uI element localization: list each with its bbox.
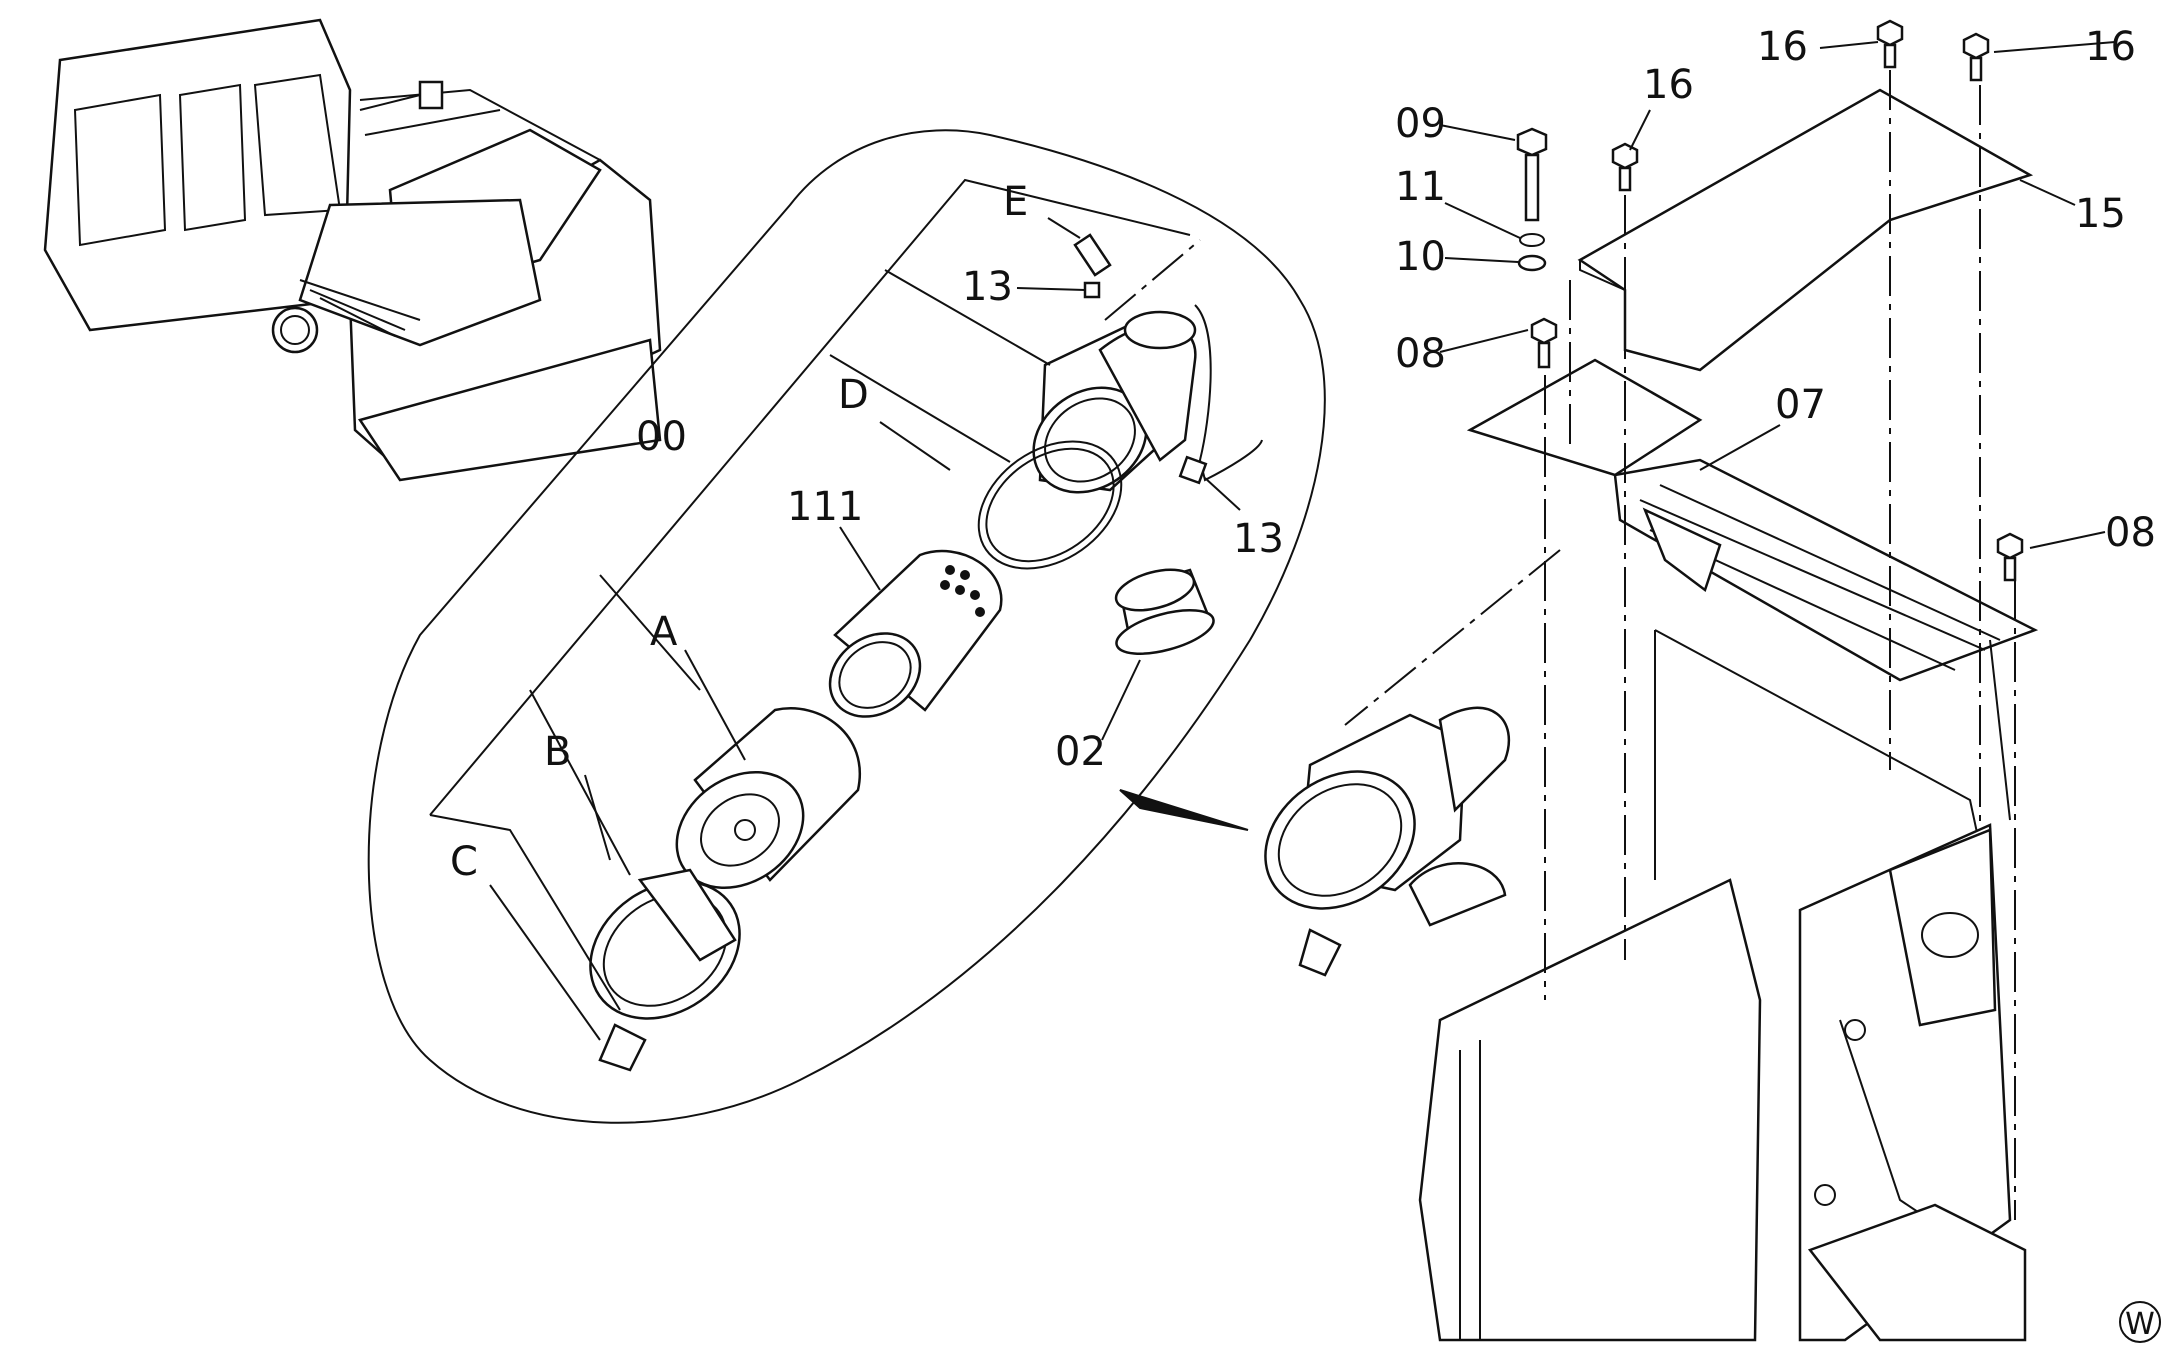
machine-frame — [1418, 629, 2027, 1342]
label-16-center: 16 — [1643, 62, 1694, 108]
label-00: 00 — [636, 414, 687, 460]
label-16-top-left: 16 — [1757, 24, 1808, 70]
label-a: A — [650, 609, 678, 655]
part-evacuator-valve-02 — [1114, 568, 1215, 655]
part-safety-element-111 — [828, 549, 1003, 718]
label-111: 111 — [787, 484, 863, 530]
assembled-air-cleaner — [1264, 706, 1511, 977]
label-13-upper: 13 — [962, 264, 1013, 310]
bracket-frame-07 — [1466, 358, 2039, 682]
label-16-top-right: 16 — [2085, 24, 2136, 70]
label-07: 07 — [1775, 382, 1826, 428]
exploded-view-enclosure — [367, 129, 1326, 1124]
assembly-centerlines — [1104, 70, 2016, 1220]
part-cover-b — [589, 868, 741, 1072]
hardware — [1516, 19, 2024, 582]
part-o-ring-d — [977, 440, 1123, 570]
label-15: 15 — [2075, 191, 2126, 237]
part-number-labels: 00 02 07 08 08 09 10 11 13 13 15 16 16 1… — [450, 24, 2156, 885]
label-e: E — [1003, 179, 1028, 225]
circled-mark: W — [2119, 1301, 2161, 1343]
sub-assembly-bracket-00 — [429, 178, 1191, 1011]
label-09: 09 — [1395, 101, 1446, 147]
label-13-lower: 13 — [1233, 516, 1284, 562]
leader-lines — [489, 41, 2116, 1041]
excavator-locator-illustration — [43, 18, 662, 482]
label-11: 11 — [1395, 164, 1446, 210]
circled-mark-letter: W — [2125, 1307, 2155, 1342]
label-08-right: 08 — [2105, 510, 2156, 556]
part-primary-element-a — [675, 707, 861, 890]
part-housing-e — [1032, 233, 1197, 494]
label-08-left: 08 — [1395, 331, 1446, 377]
label-c: C — [450, 839, 478, 885]
label-b: B — [544, 729, 571, 775]
label-02: 02 — [1055, 729, 1106, 775]
bracket-plate-15 — [1577, 88, 2034, 372]
exploded-air-cleaner-parts — [589, 233, 1263, 1072]
label-d: D — [838, 372, 869, 418]
label-10: 10 — [1395, 234, 1446, 280]
